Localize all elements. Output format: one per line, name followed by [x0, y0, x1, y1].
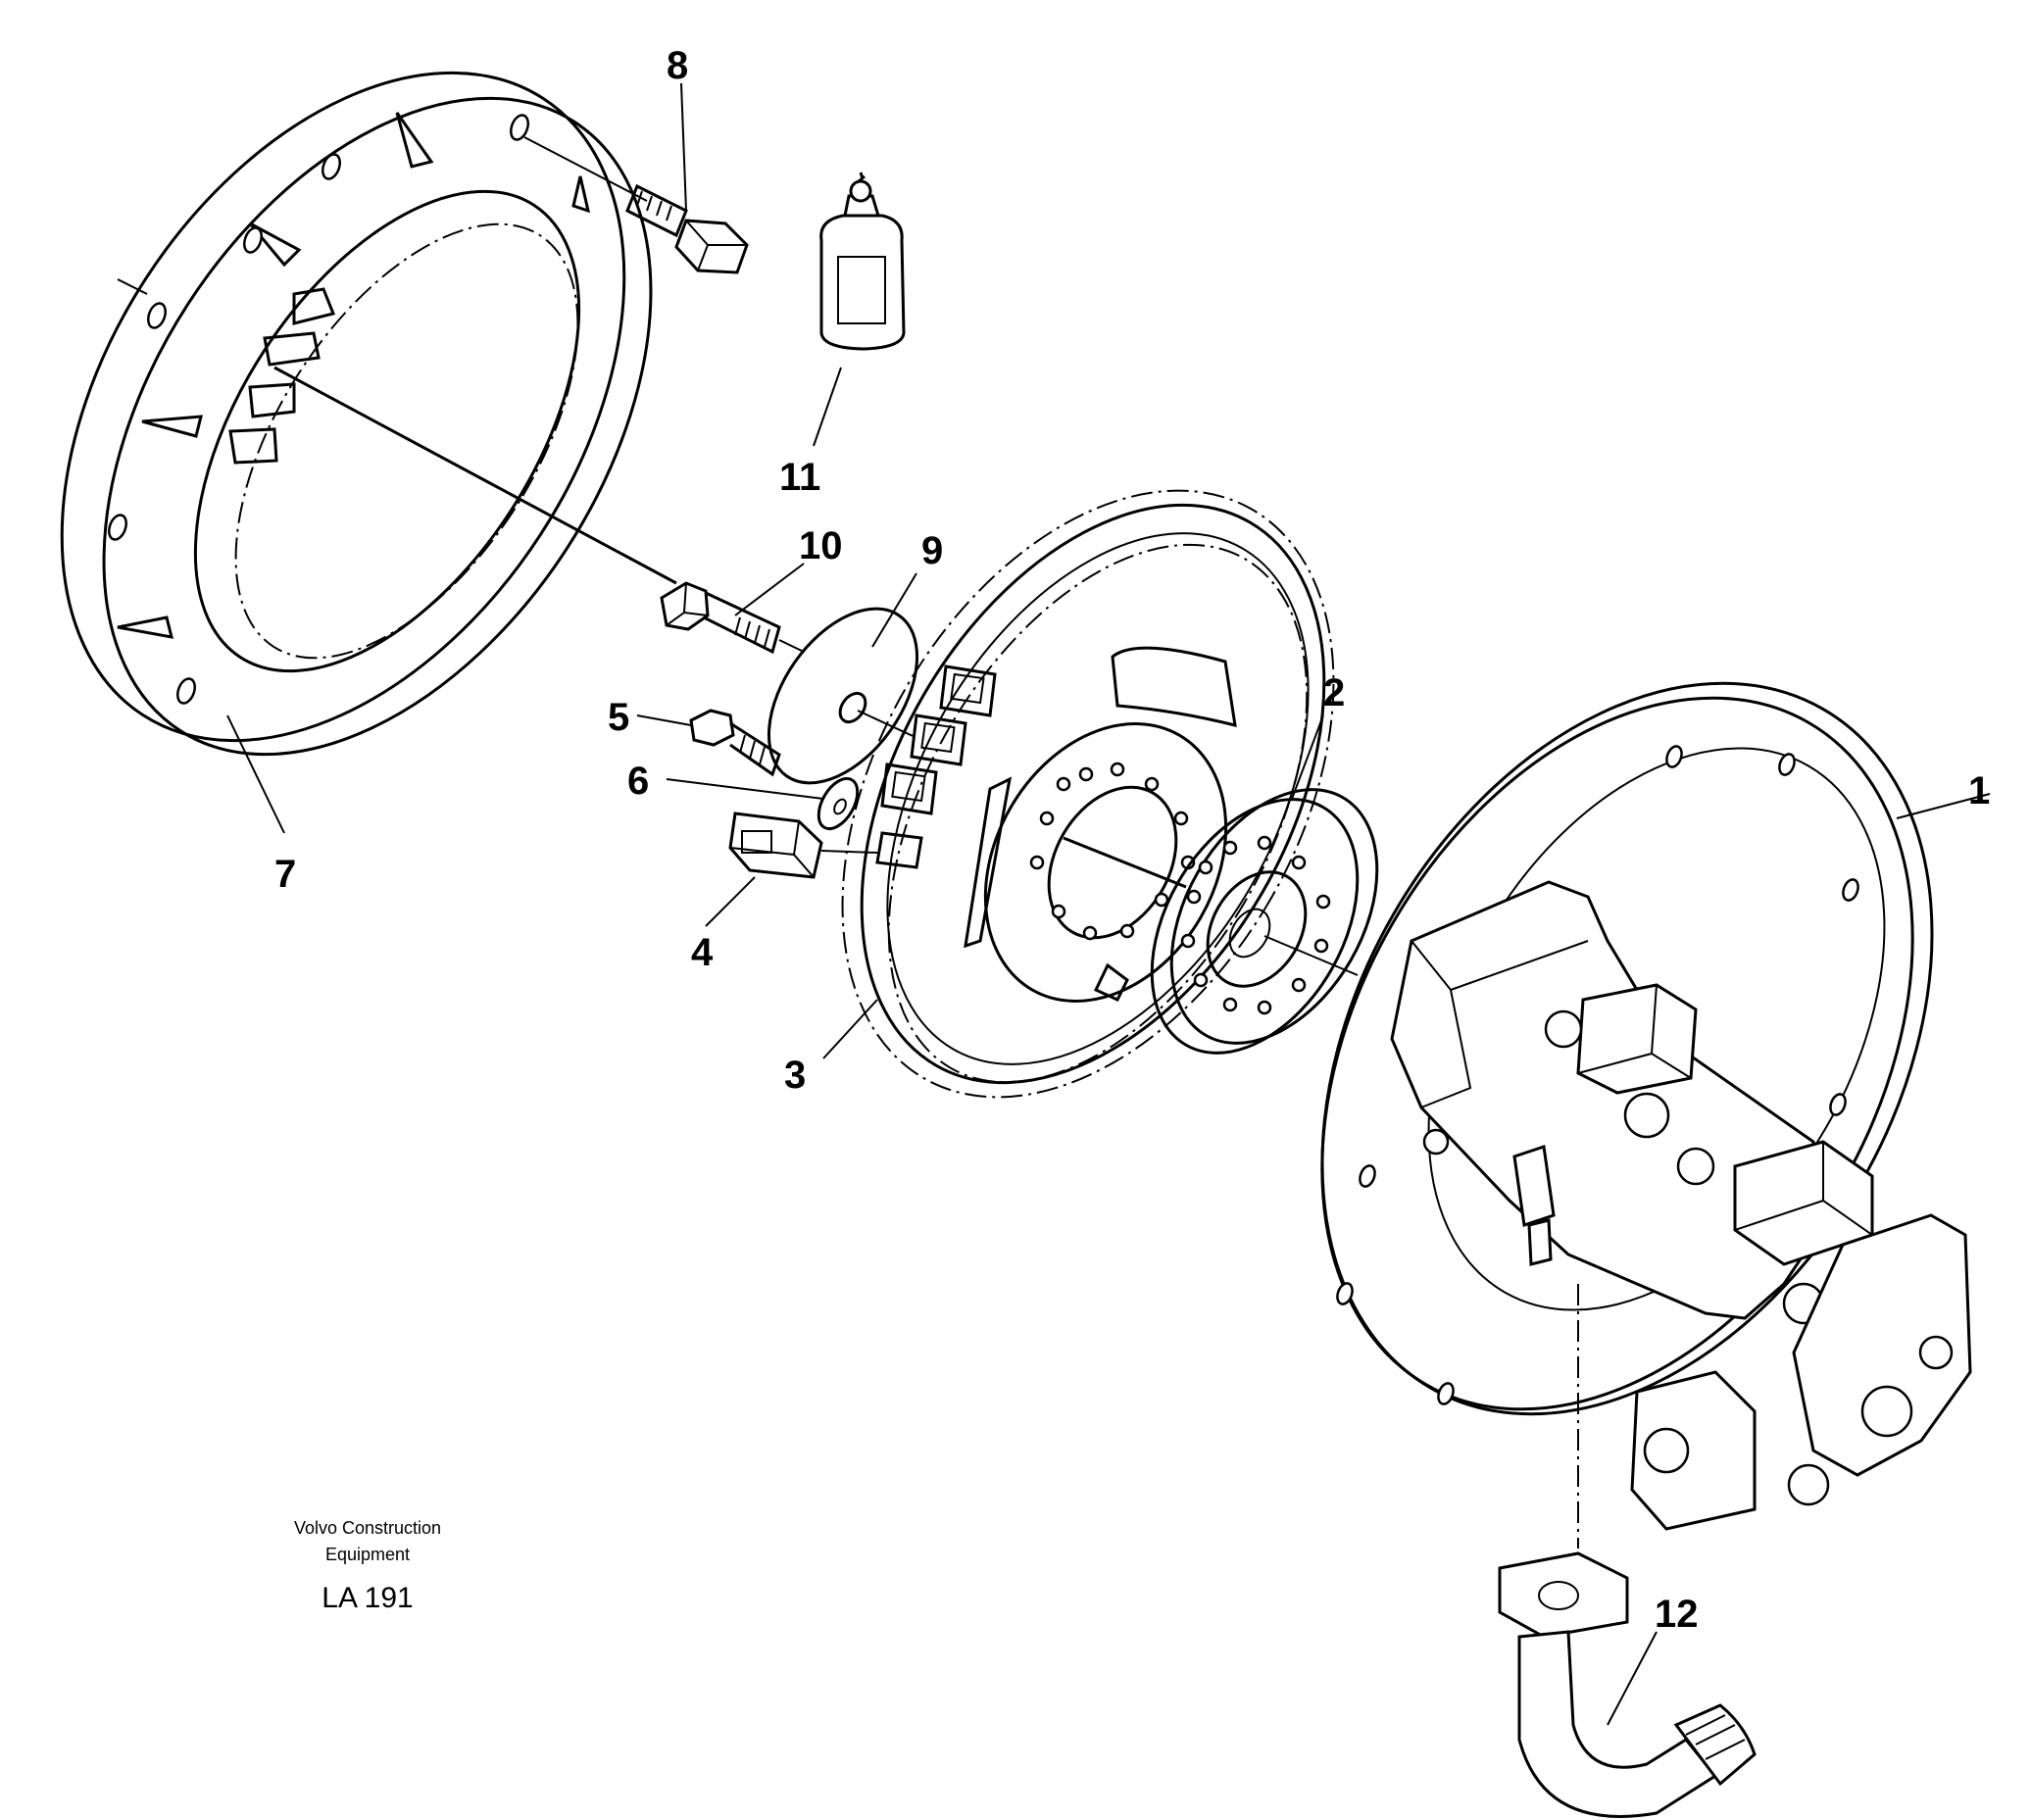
leader-line-10	[734, 563, 805, 616]
caption-company-line2: Equipment	[325, 1545, 410, 1564]
leader-line-8	[680, 82, 687, 212]
hydraulic-pump-part-1	[1320, 681, 1972, 1531]
flywheel-housing-part-7	[60, 71, 677, 757]
leader-line-4	[705, 876, 756, 927]
leader-line-6	[666, 778, 824, 800]
leader-line-9	[871, 572, 917, 648]
bolt-part-10	[660, 581, 805, 655]
adhesive-bottle-part-11	[819, 172, 906, 351]
part-label-5: 5	[608, 696, 629, 739]
leader-line-5	[636, 714, 692, 726]
coupling-hub-part-2	[1150, 788, 1379, 1055]
leader-line-7	[226, 714, 285, 834]
part-label-2: 2	[1323, 671, 1345, 714]
leader-line-12	[1607, 1631, 1658, 1726]
rubber-element-part-4	[728, 812, 923, 879]
part-label-4: 4	[691, 931, 714, 974]
leader-line-1	[1896, 793, 1991, 819]
flywheel-disc-part-3	[841, 489, 1335, 1099]
leader-line-2	[1291, 714, 1324, 800]
washer-part-6	[817, 776, 860, 831]
part-label-1: 1	[1968, 769, 1990, 812]
leader-line-11	[813, 367, 842, 447]
pipe-elbow-part-12	[1498, 1284, 1757, 1818]
caption-drawing-code: LA 191	[322, 1582, 413, 1614]
part-label-10: 10	[799, 524, 843, 567]
leader-line-3	[822, 999, 878, 1059]
part-label-7: 7	[274, 853, 296, 896]
caption-block: Volvo Construction Equipment LA 191	[294, 1518, 441, 1614]
part-label-11: 11	[779, 456, 820, 499]
part-label-3: 3	[784, 1054, 806, 1097]
caption-company-line1: Volvo Construction	[294, 1518, 441, 1538]
bolt-part-5	[689, 709, 781, 777]
screw-part-8	[523, 136, 749, 274]
part-label-8: 8	[667, 44, 688, 87]
part-label-12: 12	[1655, 1593, 1699, 1636]
part-label-6: 6	[627, 760, 649, 803]
part-label-9: 9	[921, 529, 943, 572]
